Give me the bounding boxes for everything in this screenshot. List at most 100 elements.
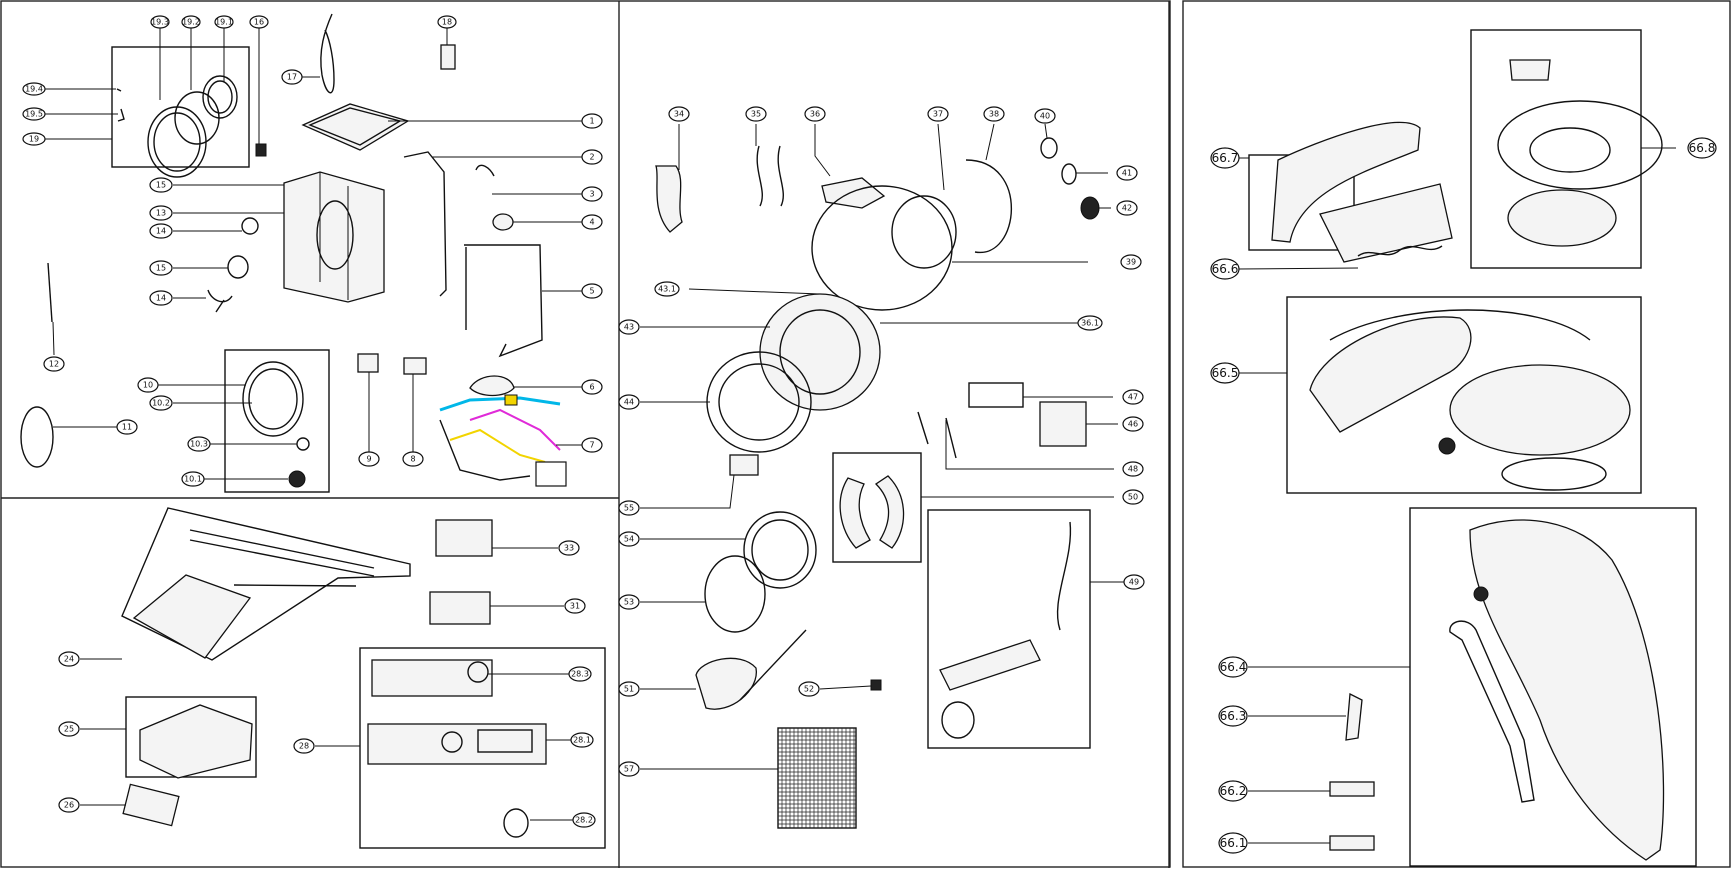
drain-sump	[941, 701, 975, 739]
callout-66-7: 66.7	[1210, 147, 1240, 169]
callout-18: 18	[437, 15, 457, 29]
knob	[288, 470, 306, 488]
svg-text:28: 28	[299, 742, 309, 751]
callout-7: 7	[581, 437, 603, 453]
leader-55	[640, 474, 735, 509]
svg-text:66.5: 66.5	[1212, 366, 1239, 380]
inner-drum-opening	[779, 309, 861, 395]
svg-text:46: 46	[1128, 420, 1138, 429]
fan-rotor	[1507, 189, 1617, 247]
fan-motor-box	[1470, 29, 1642, 269]
hose-clamp	[207, 289, 233, 313]
door-ring-inner	[153, 112, 201, 172]
callout-19-3: 19.3	[150, 15, 170, 29]
drawer-box	[125, 696, 257, 778]
callout-10-3: 10.3	[187, 436, 211, 452]
callout-36: 36	[804, 106, 826, 122]
svg-text:44: 44	[624, 398, 634, 407]
svg-text:28.1: 28.1	[573, 736, 591, 745]
fan-housing	[1497, 100, 1663, 190]
door-seal-54-inner	[751, 519, 809, 581]
dryer-duct-bowl	[1449, 364, 1631, 456]
drain-assembly-box	[927, 509, 1091, 749]
heater-cover	[1319, 183, 1453, 263]
fill-pipe	[403, 151, 447, 297]
svg-text:16: 16	[254, 18, 264, 27]
svg-text:40: 40	[1040, 112, 1050, 121]
bearing-41	[1061, 163, 1077, 185]
dryer-duct-left	[1309, 316, 1472, 433]
leader-40	[1044, 123, 1048, 139]
callout-19-1: 19.1	[214, 15, 234, 29]
left-sheet-frame	[0, 0, 1171, 868]
svg-text:24: 24	[64, 655, 74, 664]
duct-gasket	[1501, 457, 1607, 491]
bearing-40	[1040, 137, 1058, 159]
dryer-duct-box	[1286, 296, 1642, 494]
fascia-knob	[441, 731, 463, 753]
svg-text:35: 35	[751, 110, 761, 119]
door-glass	[174, 91, 220, 145]
spring-wire-53	[704, 555, 766, 633]
condenser-plug	[1473, 586, 1489, 602]
callout-4: 4	[581, 214, 603, 230]
callout-66-3: 66.3	[1218, 705, 1248, 727]
front-tub-inner	[718, 363, 800, 441]
dispenser-rails	[189, 529, 375, 577]
dispenser-drawer	[139, 704, 253, 779]
callout-13: 13	[149, 205, 173, 221]
pcb-knob	[467, 661, 489, 683]
svg-text:42: 42	[1122, 204, 1132, 213]
callout-34: 34	[668, 106, 690, 122]
callout-15b: 15	[149, 260, 173, 276]
callout-66-2: 66.2	[1218, 780, 1248, 802]
svg-text:19.2: 19.2	[182, 18, 200, 27]
svg-text:10.1: 10.1	[184, 475, 202, 484]
leader-43-1	[688, 288, 821, 295]
counterweight-box	[832, 452, 922, 563]
callout-1: 1	[581, 113, 603, 129]
svg-text:26: 26	[64, 801, 74, 810]
svg-text:66.2: 66.2	[1220, 784, 1247, 798]
callout-28-2: 28.2	[572, 812, 596, 828]
drain-pump	[695, 657, 757, 710]
callout-8: 8	[402, 451, 424, 467]
svg-text:17: 17	[287, 73, 297, 82]
svg-text:36.1: 36.1	[1081, 319, 1099, 328]
rear-tub-hub	[891, 195, 957, 269]
svg-text:11: 11	[122, 423, 132, 432]
svg-text:19: 19	[29, 135, 39, 144]
filter-cap	[870, 679, 882, 691]
inner-drum	[759, 293, 881, 411]
dispenser-rod	[233, 584, 357, 587]
main-pcb	[371, 659, 493, 697]
callout-43: 43	[618, 319, 640, 335]
svg-text:66.8: 66.8	[1689, 141, 1716, 155]
svg-text:48: 48	[1128, 465, 1138, 474]
condenser-box	[1409, 507, 1697, 867]
bellows	[655, 165, 683, 233]
duct-fastener	[1438, 437, 1456, 455]
callout-43-1: 43.1	[654, 281, 680, 297]
callout-17: 17	[281, 69, 303, 85]
section-boxes	[111, 29, 1697, 867]
drain-tube	[1056, 521, 1072, 631]
front-panel-porthole-inner	[248, 368, 298, 430]
duct-seal	[1329, 309, 1591, 341]
shock-absorber-b	[945, 417, 957, 459]
wire-harness	[439, 394, 567, 487]
leader-36	[814, 124, 831, 177]
drawer-handle	[122, 783, 180, 827]
callout-40: 40	[1034, 108, 1056, 124]
door-seal-54	[743, 511, 817, 589]
leader-48	[945, 420, 1114, 470]
svg-text:53: 53	[624, 598, 634, 607]
callout-11: 11	[116, 419, 138, 435]
callout-66-4: 66.4	[1218, 656, 1248, 678]
heater-element	[1357, 245, 1443, 257]
svg-text:9: 9	[366, 455, 371, 464]
svg-text:25: 25	[64, 725, 74, 734]
hinge-screw	[117, 108, 125, 122]
shock-absorber-a	[917, 411, 929, 445]
callout-46: 46	[1122, 416, 1144, 432]
